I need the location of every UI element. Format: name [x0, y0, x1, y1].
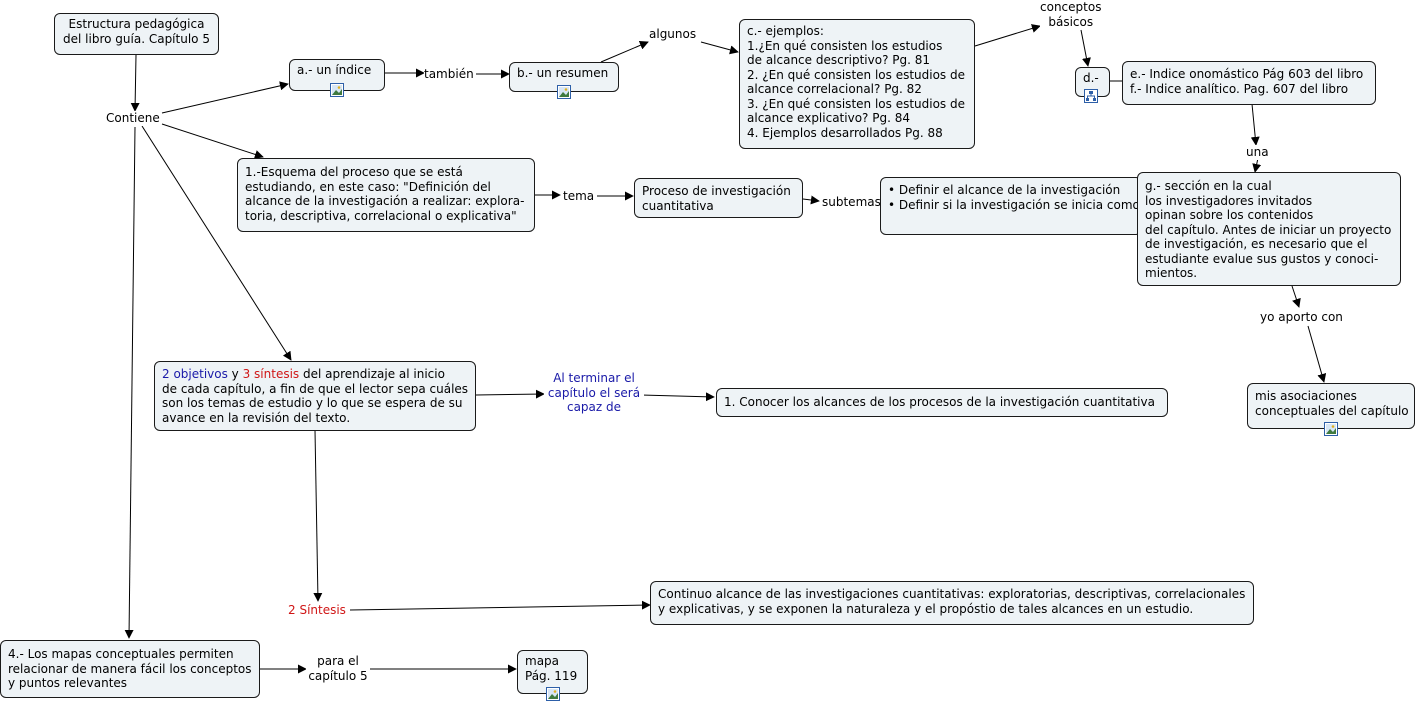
asociaciones-line-2: conceptuales del capítulo: [1255, 403, 1409, 418]
image-icon-graphic: [1326, 424, 1336, 434]
image-icon[interactable]: [1324, 422, 1338, 436]
linking-phrase-una: una: [1246, 145, 1269, 160]
image-icon-graphic: [559, 87, 569, 97]
continuo-line-1: Continuo alcance de las investigaciones …: [658, 587, 1246, 601]
seccion-line-3: opinan sobre los contenidos: [1145, 208, 1314, 222]
linking-phrase-tambien: también: [424, 67, 474, 82]
seccion-line-1: g.- sección en la cual: [1145, 179, 1272, 193]
proceso-line-2: cuantitativa: [642, 198, 714, 213]
subtemas-list: Definir el alcance de la investigación D…: [888, 183, 1140, 213]
objetivos-rest: del aprendizaje al inicio: [299, 367, 445, 381]
continuo-line-2: y explicativas, y se exponen la naturale…: [658, 601, 1194, 616]
mapa-line-2: Pág. 119: [525, 668, 578, 683]
linking-phrase-algunos: algunos: [649, 27, 697, 42]
subtemas-node[interactable]: Definir el alcance de la investigación D…: [880, 177, 1142, 235]
sintesis-link[interactable]: 3 síntesis: [242, 367, 300, 381]
asociaciones-node[interactable]: mis asociaciones conceptuales del capítu…: [1247, 383, 1415, 429]
root-line-1: Estructura pedagógica: [68, 17, 205, 31]
linking-phrase-al-terminar: Al terminar el capítulo el será capaz de: [544, 371, 644, 415]
concept-map-icon-graphic: [1086, 91, 1096, 101]
al-terminar-line-1: Al terminar el: [553, 371, 635, 385]
indices-node[interactable]: e.- Indice onomástico Pág 603 del libro …: [1122, 61, 1376, 105]
linking-phrase-yo-aporto: yo aporto con: [1260, 310, 1343, 325]
objetivos-line-4: avance en la revisión del texto.: [162, 410, 351, 425]
subtema-item: Definir el alcance de la investigación: [888, 183, 1134, 198]
seccion-node[interactable]: g.- sección en la cual los investigadore…: [1137, 172, 1401, 286]
mapas-line-1: 4.- Los mapas conceptuales permiten: [8, 647, 234, 661]
esquema-line-2: estudiando, en este caso: "Definición de…: [245, 179, 491, 194]
mapas-node[interactable]: 4.- Los mapas conceptuales permiten rela…: [0, 640, 260, 698]
ejemplos-line-4: 2. ¿En qué consisten los estudios de: [747, 67, 965, 82]
subtema-item: Definir si la investigación se inicia co…: [888, 198, 1140, 213]
seccion-line-4: del capítulo. Antes de iniciar un proyec…: [1145, 222, 1392, 237]
objetivos-link[interactable]: 2 objetivos: [162, 367, 228, 381]
esquema-node[interactable]: 1.-Esquema del proceso que se está estud…: [237, 158, 535, 232]
mapas-line-3: y puntos relevantes: [8, 676, 128, 690]
conceptos-line-2: básicos: [1048, 14, 1094, 29]
proceso-node[interactable]: Proceso de investigación cuantitativa: [634, 178, 803, 218]
conocer-node[interactable]: 1. Conocer los alcances de los procesos …: [716, 388, 1168, 417]
ejemplos-line-8: 4. Ejemplos desarrollados Pg. 88: [747, 125, 943, 140]
seccion-line-6: estudiante evalue sus gustos y conoci-: [1145, 251, 1379, 266]
para-el-line-1: para el: [317, 654, 359, 668]
al-terminar-line-3: capaz de: [566, 400, 622, 414]
mapa-line-1: mapa: [525, 654, 560, 668]
image-icon[interactable]: [546, 687, 560, 701]
concept-map-icon[interactable]: [1084, 89, 1098, 103]
linking-phrase-dos-sintesis: 2 Síntesis: [288, 603, 346, 618]
mapa-node[interactable]: mapa Pág. 119: [517, 650, 588, 694]
d-label: d.-: [1083, 71, 1099, 85]
conocer-label: 1. Conocer los alcances de los procesos …: [724, 395, 1155, 409]
linking-phrase-para-el: para el capítulo 5: [306, 654, 370, 683]
al-terminar-line-2: capítulo el será: [547, 385, 641, 400]
seccion-line-2: los investigadores invitados: [1145, 193, 1313, 208]
ejemplos-line-2: 1.¿En qué consisten los estudios: [747, 38, 943, 53]
esquema-line-3: alcance de la investigación a realizar: …: [245, 194, 525, 208]
linking-phrase-conceptos-basicos: conceptos básicos: [1040, 0, 1102, 29]
linking-phrase-tema: tema: [563, 189, 595, 204]
objetivos-node[interactable]: 2 objetivos y 3 síntesis del aprendizaje…: [154, 361, 476, 431]
esquema-line-1: 1.-Esquema del proceso que se está: [245, 165, 463, 179]
continuo-node[interactable]: Continuo alcance de las investigaciones …: [650, 581, 1254, 625]
objetivos-line-2: de cada capítulo, a fin de que el lector…: [162, 381, 469, 396]
objetivos-line-3: son los temas de estudio y lo que se esp…: [162, 396, 463, 410]
ejemplos-line-7: alcance explicativo? Pg. 84: [747, 111, 910, 125]
ejemplos-line-6: 3. ¿En qué consisten los estudios de: [747, 96, 965, 111]
objetivos-line-1: 2 objetivos y 3 síntesis del aprendizaje…: [162, 367, 468, 382]
seccion-line-5: de investigación, es necesario que el: [1145, 237, 1368, 251]
esquema-line-4: toria, descriptiva, correlacional o expl…: [245, 208, 517, 223]
indices-line-1: e.- Indice onomástico Pág 603 del libro: [1130, 67, 1364, 81]
root-concept[interactable]: Estructura pedagógica del libro guía. Ca…: [54, 13, 219, 55]
mapas-line-2: relacionar de manera fácil los conceptos: [8, 661, 252, 676]
image-icon-graphic: [332, 85, 342, 95]
image-icon[interactable]: [557, 85, 571, 99]
proceso-line-1: Proceso de investigación: [642, 184, 791, 198]
linking-phrase-subtemas: subtemas: [822, 195, 881, 210]
objetivos-y: y: [227, 367, 243, 381]
ejemplos-line-1: c.- ejemplos:: [747, 24, 824, 38]
indices-line-2: f.- Indice analítico. Pag. 607 del libro: [1130, 81, 1349, 96]
image-icon-graphic: [548, 689, 558, 699]
image-icon[interactable]: [330, 83, 344, 97]
ejemplos-line-5: alcance correlacional? Pg. 82: [747, 82, 922, 96]
ejemplos-node[interactable]: c.- ejemplos: 1.¿En qué consisten los es…: [739, 19, 975, 149]
asociaciones-line-1: mis asociaciones: [1255, 389, 1357, 403]
seccion-line-7: mientos.: [1145, 266, 1198, 280]
conceptos-line-1: conceptos: [1040, 0, 1102, 14]
indice-label: a.- un índice: [297, 63, 372, 77]
ejemplos-line-3: de alcance descriptivo? Pg. 81: [747, 53, 931, 67]
linking-phrase-contiene: Contiene: [106, 111, 160, 126]
root-line-2: del libro guía. Capítulo 5: [63, 31, 210, 46]
para-el-line-2: capítulo 5: [308, 668, 368, 683]
resumen-label: b.- un resumen: [517, 66, 609, 80]
